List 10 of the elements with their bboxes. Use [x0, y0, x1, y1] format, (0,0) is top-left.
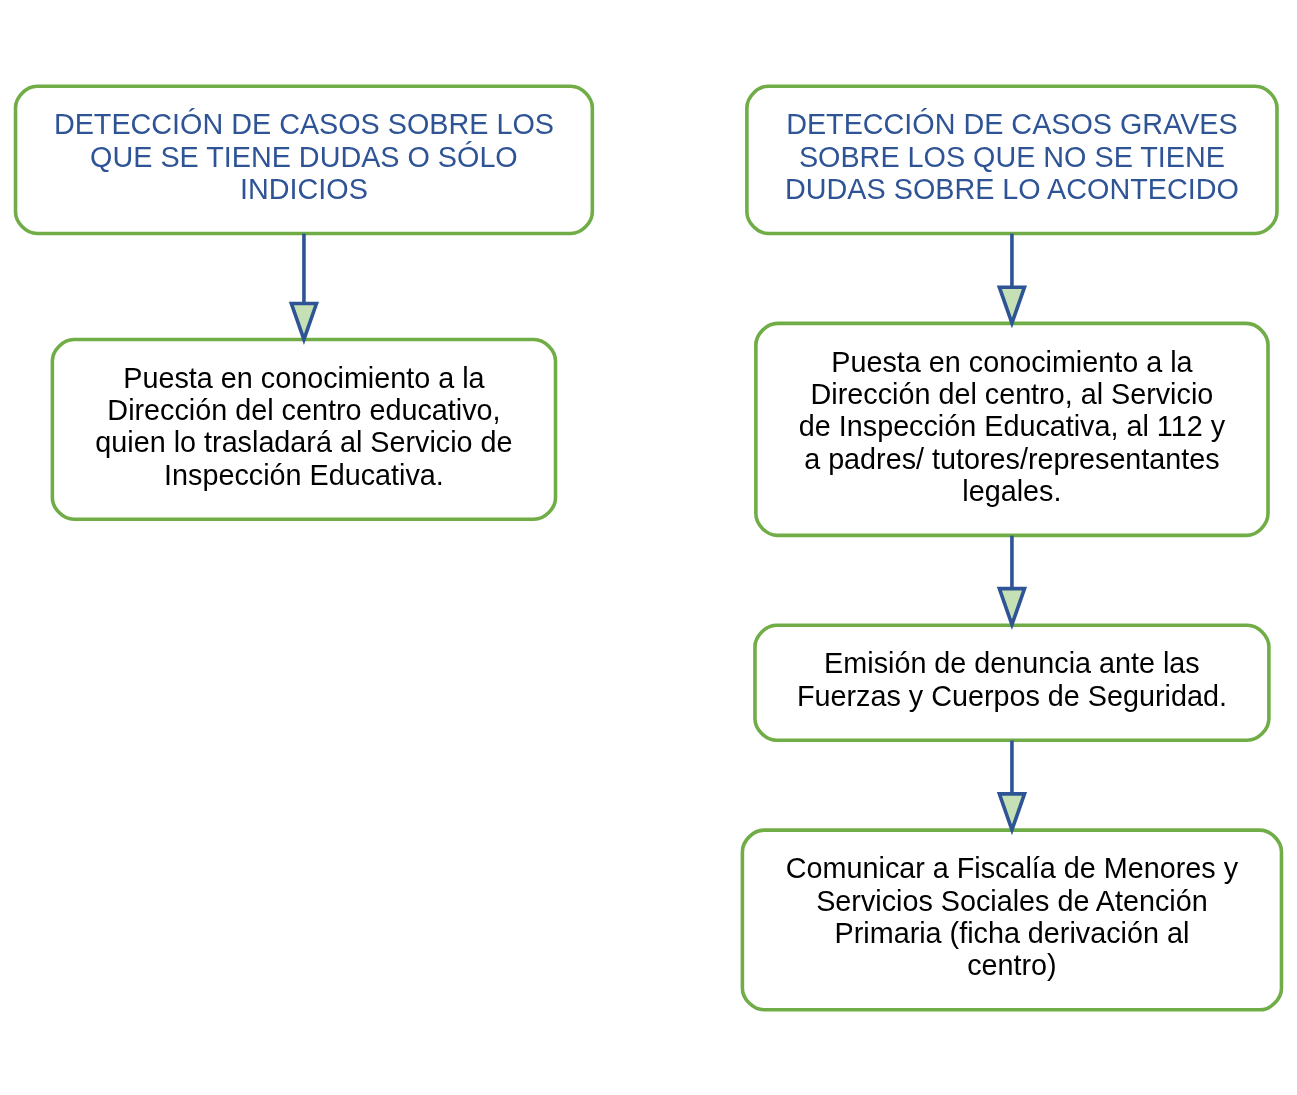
- node-box: Puesta en conocimiento a la Dirección del centro, al Servicio de Inspección Educativa, al 112 y a padres/ tutores/representantes legales.: [754, 321, 1270, 537]
- node-box: Comunicar a Fiscalía de Menores y Servicios Sociales de Atención Primaria (ficha derivación al centro): [740, 827, 1284, 1012]
- arrow: [996, 535, 1028, 630]
- node-box: DETECCIÓN DE CASOS GRAVES SOBRE LOS QUE NO SE TIENE DUDAS SOBRE LO ACONTECIDO: [745, 83, 1279, 235]
- arrow: [996, 740, 1028, 835]
- node-box: DETECCIÓN DE CASOS SOBRE LOS QUE SE TIENE DUDAS O SÓLO INDICIOS: [13, 83, 595, 235]
- arrow: [288, 233, 320, 345]
- node-box: Emisión de denuncia ante las Fuerzas y Cuerpos de Seguridad.: [753, 622, 1271, 742]
- arrow: [996, 233, 1028, 329]
- node-box: Puesta en conocimiento a la Dirección del centro educativo, quien lo trasladará al Servicio de Inspección Educativa.: [50, 337, 558, 521]
